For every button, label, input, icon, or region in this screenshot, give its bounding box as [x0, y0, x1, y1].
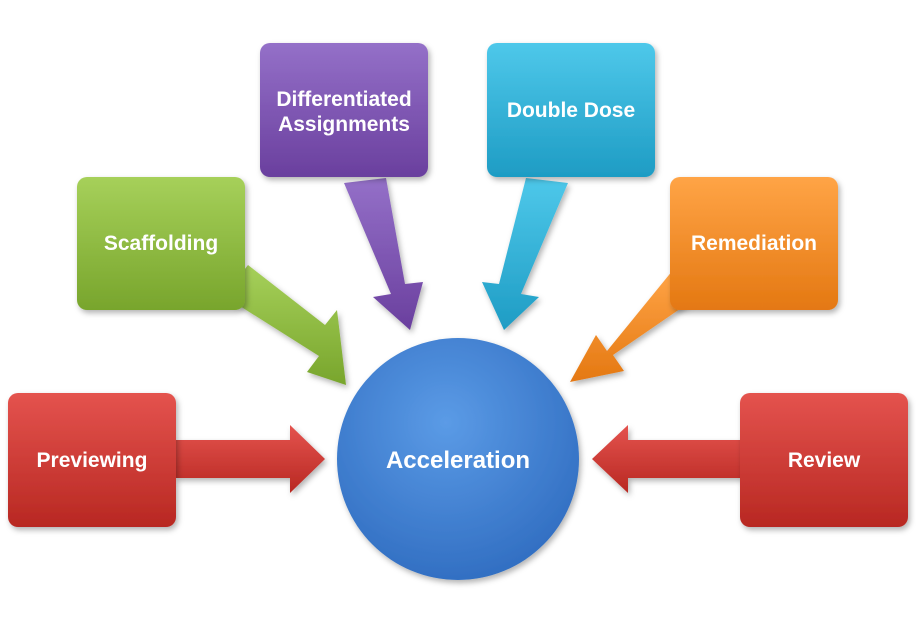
node-remediation: Remediation [670, 177, 838, 310]
box-review [740, 393, 908, 527]
box-remediation [670, 177, 838, 310]
box-previewing [8, 393, 176, 527]
arrow-remediation [570, 270, 693, 382]
box-double-dose [487, 43, 655, 177]
arrow-double-dose [482, 178, 568, 330]
box-scaffolding [77, 177, 245, 310]
label-differentiated-line1: Differentiated [276, 88, 411, 111]
arrow-previewing [175, 425, 325, 493]
center-circle [337, 338, 579, 580]
label-remediation: Remediation [691, 232, 817, 255]
center-label: Acceleration [386, 447, 530, 474]
label-differentiated-line2: Assignments [278, 113, 410, 136]
node-double-dose: Double Dose [487, 43, 655, 177]
node-scaffolding: Scaffolding [77, 177, 245, 310]
node-review: Review [740, 393, 908, 527]
node-differentiated: Differentiated Assignments [260, 43, 428, 177]
arrow-differentiated [344, 178, 423, 330]
label-previewing: Previewing [37, 449, 148, 472]
arrow-review [592, 425, 742, 493]
arrow-scaffolding [224, 265, 346, 385]
label-double-dose: Double Dose [507, 99, 635, 122]
label-scaffolding: Scaffolding [104, 232, 218, 255]
box-differentiated [260, 43, 428, 177]
node-previewing: Previewing [8, 393, 176, 527]
label-review: Review [788, 449, 861, 472]
